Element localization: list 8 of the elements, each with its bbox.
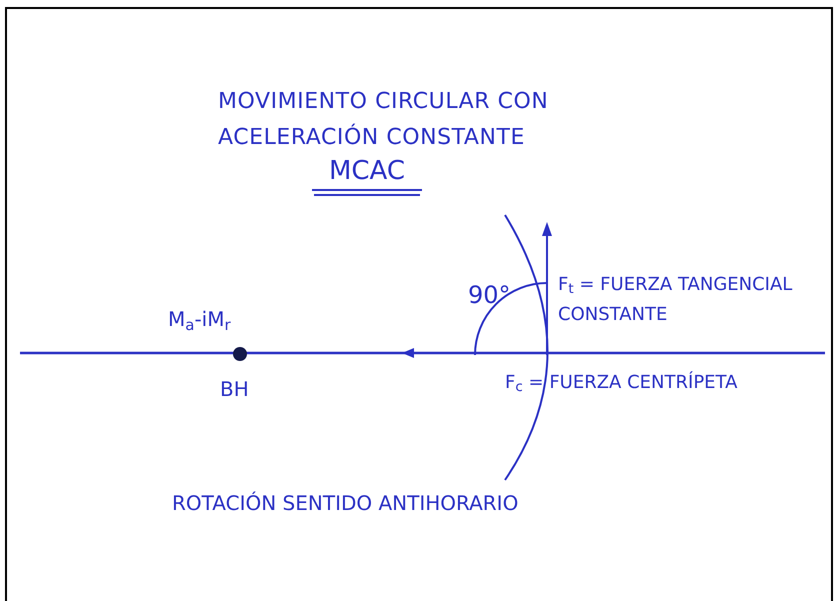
annotation-text: BH	[220, 376, 249, 403]
annotation-text: F$_{t}$ = FUERZA TANGENCIAL CONSTANTE	[558, 273, 794, 327]
annotation-text: F$_{c}$ = FUERZA CENTRÍPETA	[505, 370, 738, 398]
annotation-text: 90°	[468, 280, 511, 310]
annotation-text: M$_{a}$-iM$_{r}$	[168, 306, 231, 334]
annotation-text: ROTACIÓN SENTIDO ANTIHORARIO	[172, 490, 520, 517]
title: MOVIMIENTO CIRCULAR CON ACELERACIÓN CONSTANTE	[218, 88, 550, 152]
annotation-text: MCAC	[328, 156, 406, 186]
